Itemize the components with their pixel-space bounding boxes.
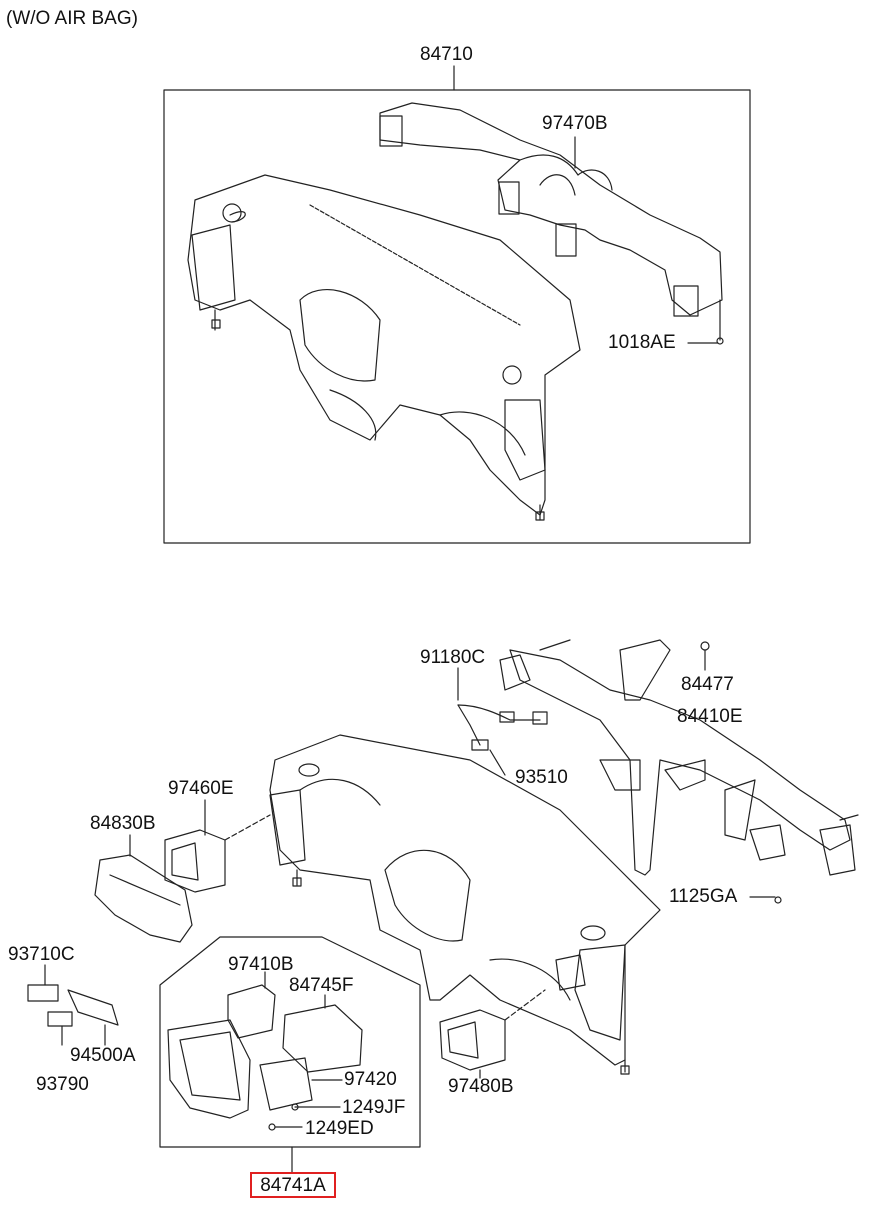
- label-1249ed[interactable]: 1249ED: [305, 1118, 374, 1139]
- center-fascia-frame: [159, 936, 421, 1148]
- label-1249jf[interactable]: 1249JF: [342, 1097, 406, 1118]
- label-84741a[interactable]: 84741A: [260, 1175, 326, 1196]
- label-84741a-highlight[interactable]: 84741A: [250, 1172, 336, 1198]
- label-84477[interactable]: 84477: [681, 674, 734, 695]
- label-84410e[interactable]: 84410E: [677, 706, 743, 727]
- vent-97410b: [227, 971, 276, 1039]
- vent-97420: [259, 1057, 343, 1111]
- crash-pad-lower: [269, 734, 661, 1075]
- cover-84830b: [94, 834, 193, 943]
- crash-pad-84710: [187, 174, 581, 521]
- label-97480b[interactable]: 97480B: [448, 1076, 514, 1097]
- label-97470b[interactable]: 97470B: [542, 113, 608, 134]
- label-93710c[interactable]: 93710C: [8, 944, 75, 965]
- label-97420[interactable]: 97420: [344, 1069, 397, 1090]
- diagram-title: (W/O AIR BAG): [6, 8, 138, 29]
- label-97410b[interactable]: 97410B: [228, 954, 294, 975]
- label-97460e[interactable]: 97460E: [168, 778, 234, 799]
- label-1125ga[interactable]: 1125GA: [669, 886, 738, 907]
- label-93510[interactable]: 93510: [515, 767, 568, 788]
- label-1018ae[interactable]: 1018AE: [608, 332, 676, 353]
- label-84830b[interactable]: 84830B: [90, 813, 156, 834]
- tray-84745f: [282, 994, 363, 1073]
- screw-1249ed: [268, 1123, 303, 1131]
- duct-97470b: [379, 102, 724, 345]
- fascia-panel: [167, 1019, 251, 1119]
- label-91180c[interactable]: 91180C: [420, 647, 486, 668]
- vent-97460e: [164, 799, 271, 893]
- cowl-cross-bar-84410e: [499, 639, 859, 876]
- upper-assembly-frame: [163, 89, 751, 544]
- screw-1249jf: [291, 1103, 341, 1111]
- label-84745f[interactable]: 84745F: [289, 975, 354, 996]
- bolt-1125ga: [749, 896, 782, 904]
- vent-97480b: [439, 989, 546, 1079]
- switches-group: [27, 964, 119, 1046]
- wiring-91180c: [457, 667, 548, 776]
- label-94500a[interactable]: 94500A: [70, 1045, 136, 1066]
- label-93790[interactable]: 93790: [36, 1074, 89, 1095]
- label-84710[interactable]: 84710: [420, 44, 473, 65]
